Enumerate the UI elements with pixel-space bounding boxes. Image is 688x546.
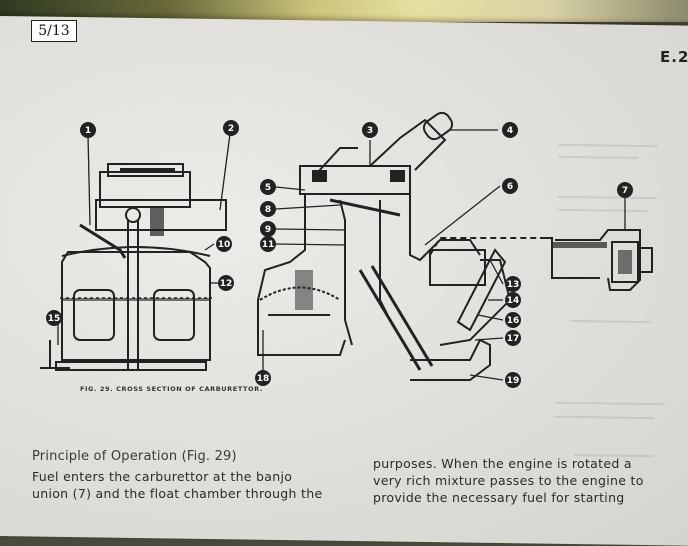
callout-label: 10 (218, 240, 231, 250)
callout-marker (502, 178, 518, 194)
callout-marker (505, 276, 521, 292)
callout-marker (260, 221, 276, 237)
callout-marker (216, 236, 232, 252)
callout-marker (617, 182, 633, 198)
callout-marker (260, 201, 276, 217)
carburettor-diagram: 1 2 3 4 5 8 9 11 6 7 10 12 15 13 14 16 1… (40, 111, 653, 388)
callout-label: 3 (367, 126, 373, 136)
callout-marker (505, 292, 521, 308)
text-column-right: purposes. When the engine is rotated a v… (373, 455, 688, 506)
text-column-left: Principle of Operation (Fig. 29) Fuel en… (32, 449, 332, 502)
body-line: union (7) and the float chamber through … (32, 486, 323, 501)
callout-label: 4 (507, 126, 513, 136)
body-line: provide the necessary fuel for starting (373, 490, 625, 505)
callout-label: 2 (228, 124, 234, 134)
background-surface (0, 0, 688, 22)
callout-label: 18 (257, 374, 270, 384)
callout-label: 7 (622, 186, 628, 196)
callout-markers (46, 120, 633, 388)
callout-label: 17 (507, 334, 520, 344)
callout-marker (260, 179, 276, 195)
callout-label: 8 (265, 205, 271, 215)
callout-marker (46, 310, 62, 326)
callout-marker (505, 312, 521, 328)
callout-marker (80, 122, 96, 138)
callout-label: 16 (507, 316, 520, 326)
callout-label: 13 (507, 280, 520, 290)
section-heading: Principle of Operation (Fig. 29) (32, 449, 237, 464)
callout-marker (505, 330, 521, 346)
body-line: Fuel enters the carburettor at the banjo (32, 469, 293, 484)
callout-marker (362, 122, 378, 138)
callout-label: 15 (48, 314, 61, 324)
body-line: purposes. When the engine is rotated a (373, 456, 632, 471)
callout-label: 19 (507, 376, 520, 386)
callout-marker (255, 370, 271, 386)
callout-label: 12 (220, 279, 233, 289)
callout-label: 6 (507, 182, 513, 192)
callout-label: 5 (265, 183, 271, 193)
callout-label: 14 (507, 296, 520, 306)
callout-marker (502, 122, 518, 138)
callout-marker (223, 120, 239, 136)
callout-label: 11 (262, 240, 275, 250)
figure-caption: FIG. 29. CROSS SECTION OF CARBURETTOR. (80, 385, 263, 393)
callout-marker (260, 236, 276, 252)
body-line: very rich mixture passes to the engine t… (373, 473, 644, 488)
callout-marker (505, 372, 521, 388)
callout-label: 9 (265, 225, 271, 235)
callout-marker (218, 275, 234, 291)
page-counter-badge: 5/13 (31, 20, 77, 42)
section-code: E.2 (660, 48, 688, 66)
callout-label: 1 (85, 126, 91, 136)
